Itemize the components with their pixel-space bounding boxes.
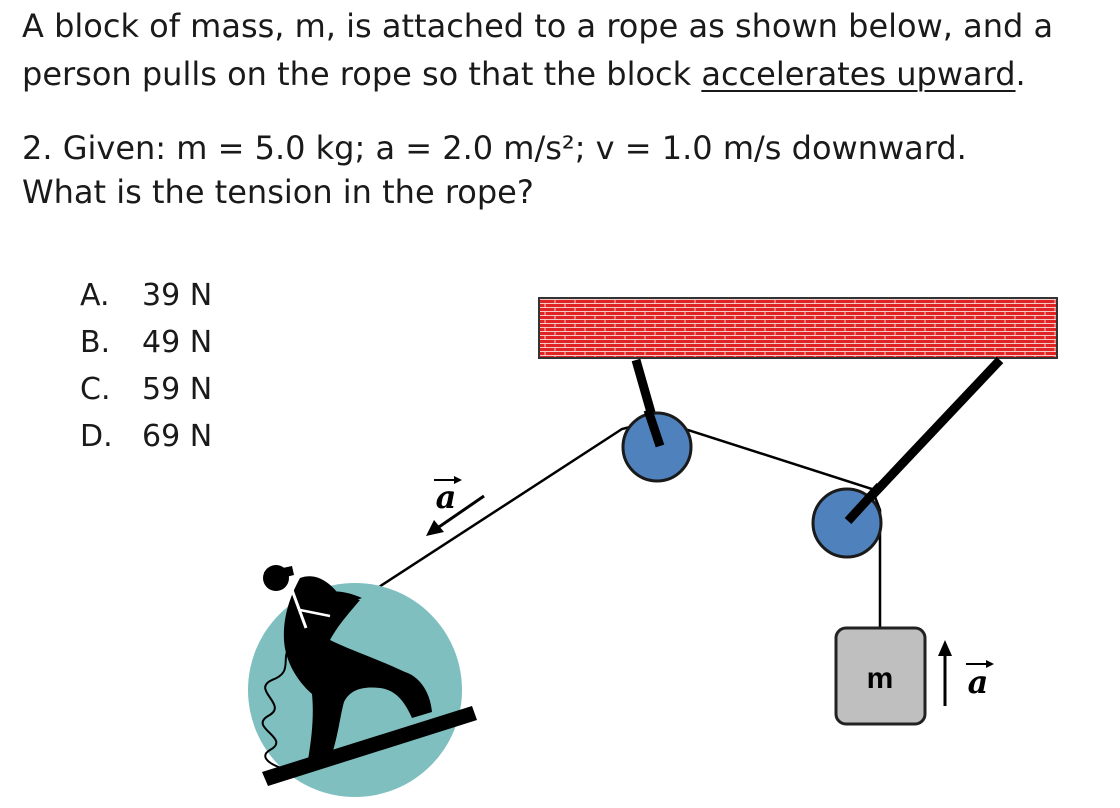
choice-b[interactable]: B. 49 N [80, 319, 212, 366]
choice-letter: A. [80, 278, 110, 313]
choice-c[interactable]: C. 59 N [80, 366, 212, 413]
block-label: m [867, 662, 894, 695]
block-accel-arrowhead [938, 640, 952, 656]
rope-coil [261, 639, 305, 771]
question: 2. Given: m = 5.0 kg; a = 2.0 m/s²; v = … [22, 126, 1102, 214]
choice-letter: B. [80, 325, 111, 360]
ground-plank [262, 706, 477, 786]
question-given: 2. Given: m = 5.0 kg; a = 2.0 m/s²; v = … [22, 129, 967, 167]
question-ask: What is the tension in the rope? [22, 173, 534, 211]
answer-choices: A. 39 N B. 49 N C. 59 N D. 69 N [80, 272, 212, 460]
rope-accel-label: a [436, 478, 457, 516]
choice-letter: D. [80, 419, 113, 454]
person-arms [300, 591, 362, 618]
pulley-2-axle [844, 482, 884, 525]
choice-text: 59 N [142, 372, 213, 407]
rope [361, 418, 882, 628]
rope-accel-arrowhead [426, 520, 444, 536]
person-highlight [290, 589, 308, 629]
person-body [283, 576, 432, 760]
ceiling-beam [538, 297, 1058, 359]
rope-accel-vector-tip [454, 476, 462, 484]
stem-text: A block of mass, m, is attached to a rop… [22, 7, 1054, 93]
choice-a[interactable]: A. 39 N [80, 272, 212, 319]
choice-letter: C. [80, 372, 111, 407]
choice-text: 49 N [142, 325, 213, 360]
person-highlight [299, 608, 331, 618]
block-accel-label: a [968, 663, 989, 701]
person-pulling-rope [248, 565, 477, 797]
person-hat [264, 566, 294, 582]
problem-stem: A block of mass, m, is attached to a rop… [22, 2, 1102, 98]
pulley-1-axle [643, 408, 665, 448]
choice-text: 69 N [142, 419, 213, 454]
stem-underlined-text: accelerates upward [701, 55, 1016, 93]
block-m [834, 626, 927, 726]
choice-text: 39 N [142, 278, 213, 313]
choice-d[interactable]: D. 69 N [80, 413, 212, 460]
rope-accel-arrow [435, 494, 485, 531]
block-accel-vector-tip [986, 660, 994, 668]
stem-end: . [1015, 55, 1026, 93]
